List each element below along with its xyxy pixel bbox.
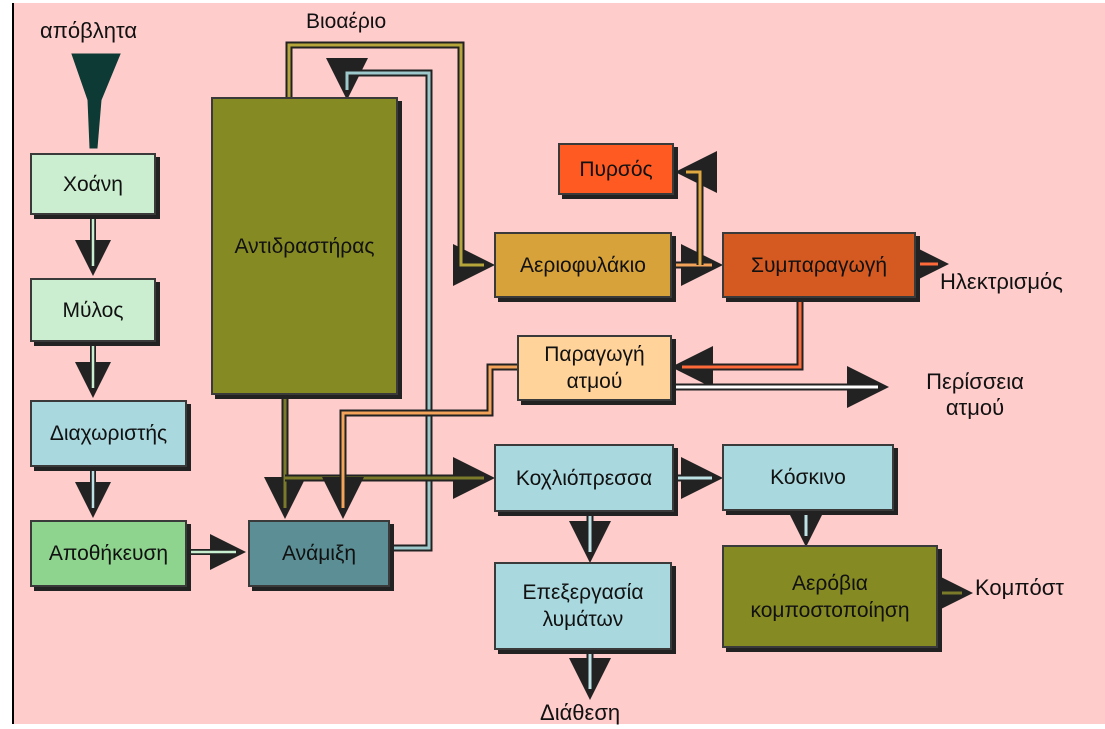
label-disposal: Διάθεση (540, 700, 621, 725)
label-biogas: Βιοαέριο (306, 10, 387, 33)
box-flare: Πυρσός (558, 143, 674, 195)
arrow-cogen-steam (671, 300, 804, 388)
label-surplus-steam: Περίσσεια ατμού (926, 369, 1024, 420)
box-steam-production: Παραγωγή ατμού (517, 335, 672, 401)
arrow-gasholder-flare (675, 151, 717, 265)
box-hopper: Χοάνη (30, 153, 156, 215)
box-wastewater-treatment: Επεξεργασία λυμάτων (494, 562, 672, 650)
box-storage: Αποθήκευση (30, 520, 187, 587)
label-waste: απόβλητα (40, 18, 138, 43)
box-separator: Διαχωριστής (30, 400, 187, 467)
box-reactor: Αντιδραστήρας (211, 97, 398, 395)
box-cogeneration: Συμπαραγωγή (722, 232, 916, 298)
box-sieve: Κόσκινο (722, 444, 894, 511)
box-aerobic-composting: Αερόβια κομποστοποίηση (722, 545, 938, 648)
box-mill: Μύλος (30, 278, 156, 342)
box-screw-press: Κοχλιόπρεσσα (494, 444, 674, 512)
box-mixing: Ανάμιξη (248, 520, 390, 587)
label-compost: Κομπόστ (975, 575, 1064, 600)
label-electricity: Ηλεκτρισμός (940, 269, 1063, 294)
box-gas-holder: Αεριοφυλάκιο (494, 232, 672, 298)
funnel-icon (71, 53, 121, 149)
